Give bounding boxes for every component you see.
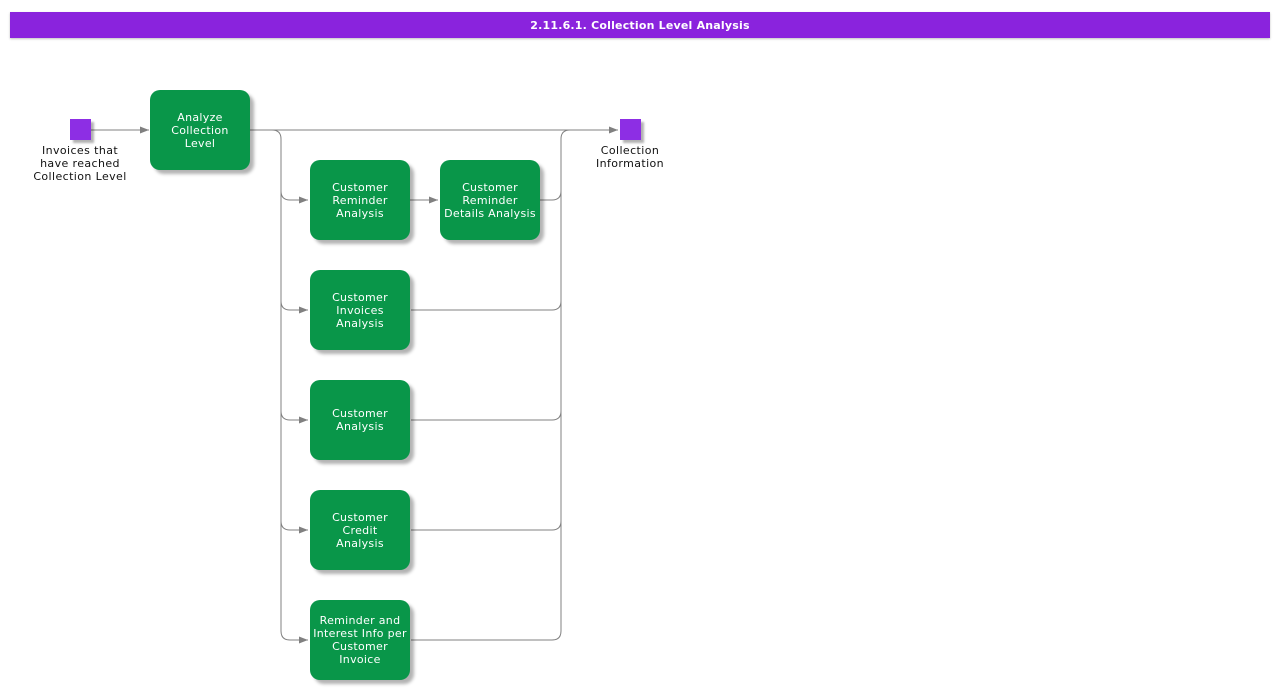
activity-customer-analysis[interactable]: Customer Analysis (310, 380, 410, 460)
connector-branch-invoices-analysis (280, 300, 308, 314)
activity-customer-credit-analysis[interactable]: Customer Credit Analysis (310, 490, 410, 570)
activity-customer-reminder-details-analysis[interactable]: Customer Reminder Details Analysis (440, 160, 540, 240)
diagram-title-bar: 2.11.6.1. Collection Level Analysis (10, 12, 1270, 38)
connector-out-credit-analysis (411, 520, 562, 531)
end-event-node (620, 119, 641, 140)
connector-branch-customer-analysis (280, 410, 308, 424)
start-event-node (70, 119, 91, 140)
end-event-label: Collection Information (595, 144, 665, 170)
activity-customer-reminder-analysis[interactable]: Customer Reminder Analysis (310, 160, 410, 240)
connector-branch-reminder-analysis (280, 190, 308, 204)
activity-customer-invoices-analysis[interactable]: Customer Invoices Analysis (310, 270, 410, 350)
start-event-label: Invoices that have reached Collection Le… (33, 144, 127, 183)
connector-branch-credit-analysis (280, 520, 308, 534)
activity-analyze-collection-level[interactable]: Analyze Collection Level (150, 90, 250, 170)
connector-out-details-analysis (540, 190, 562, 201)
connector-left-trunk-to-reminder-interest (271, 129, 308, 644)
activity-reminder-interest-info-per-customer-invoice[interactable]: Reminder and Interest Info per Customer … (310, 600, 410, 680)
connector-out-invoices-analysis (411, 300, 562, 311)
connector-out-customer-analysis (411, 410, 562, 421)
